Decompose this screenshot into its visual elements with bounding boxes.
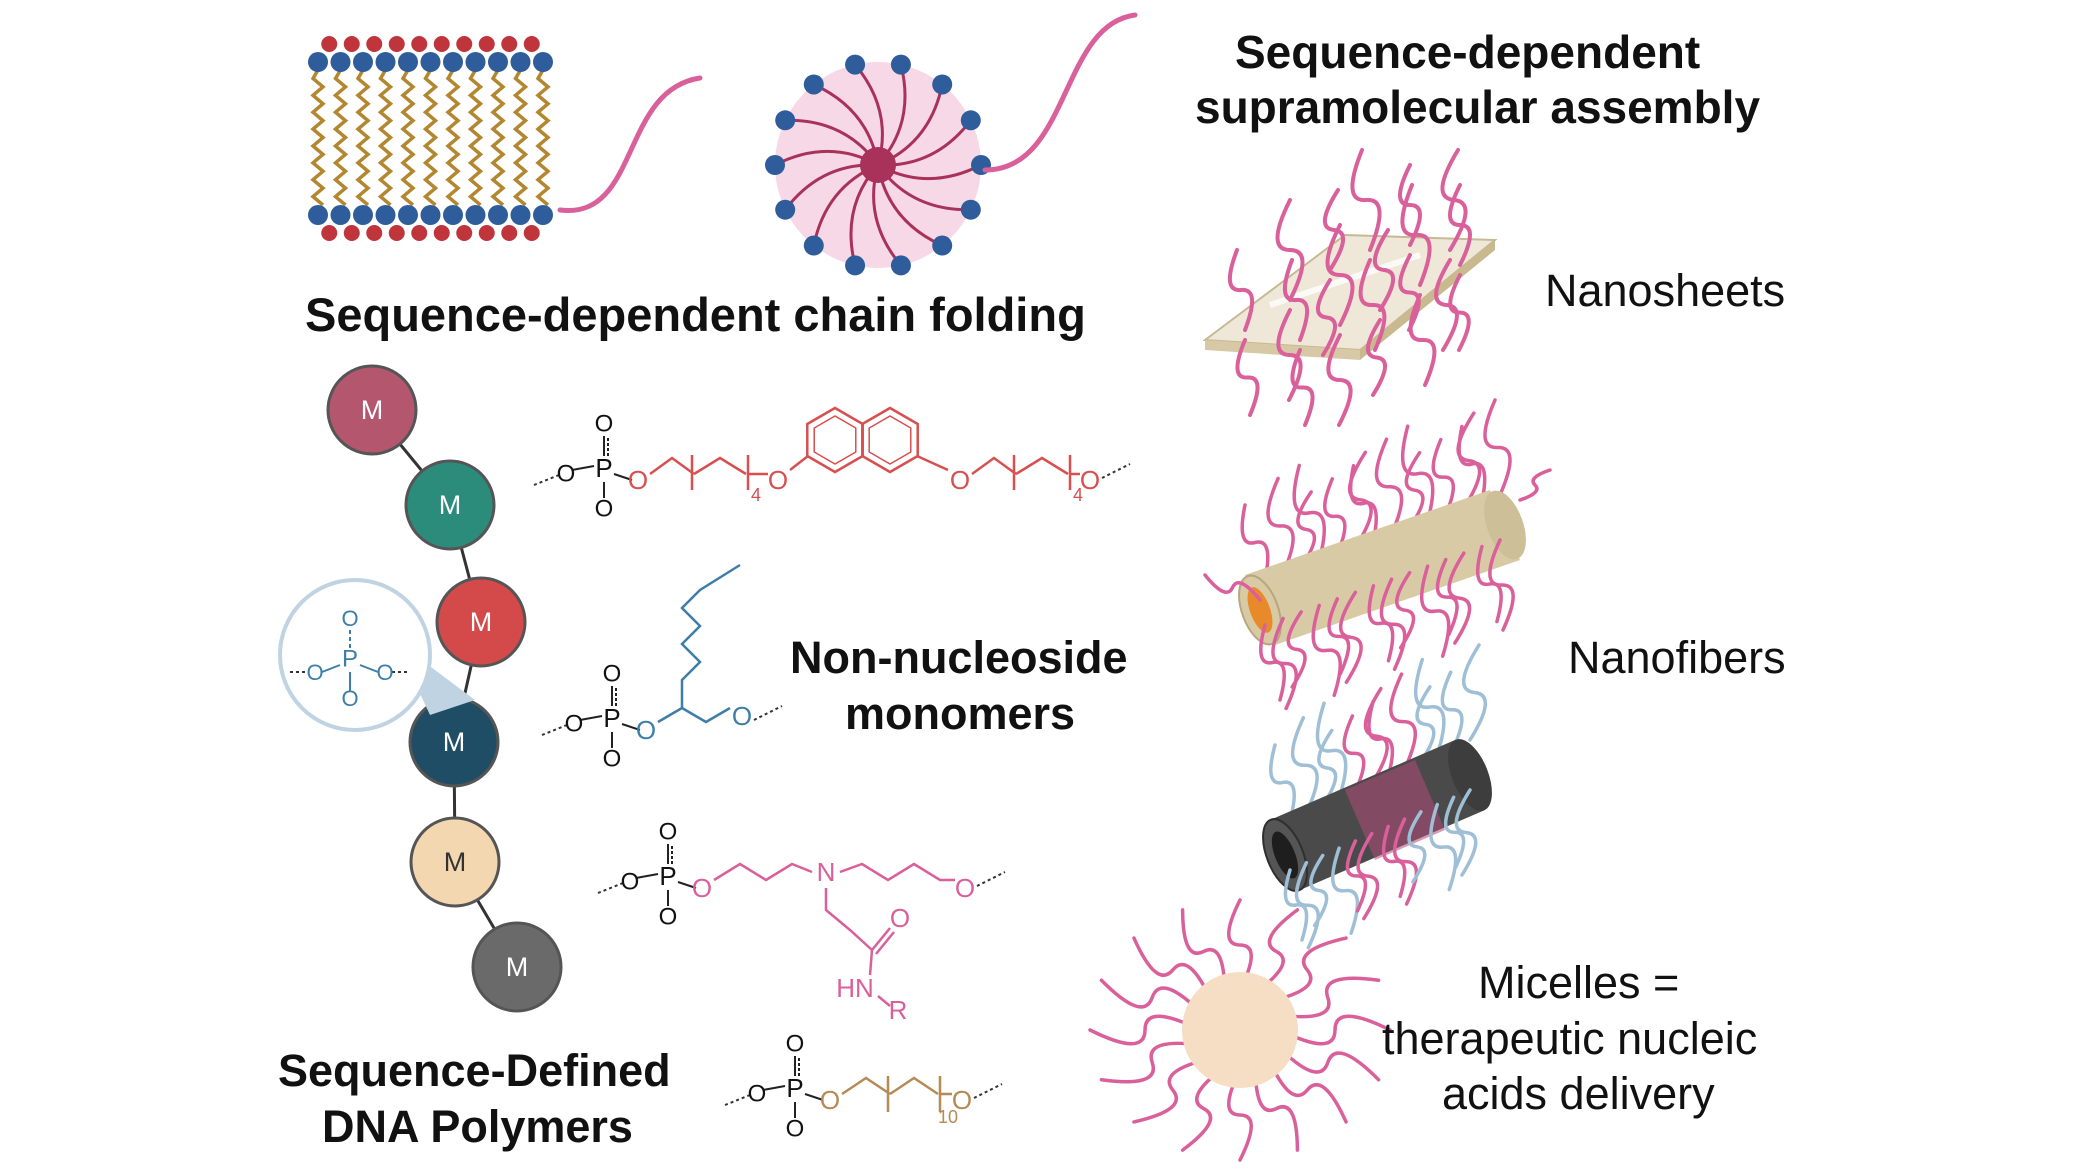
non-nucleoside-line1: Non-nucleoside	[790, 632, 1128, 683]
micelles-label-line1: Micelles =	[1478, 957, 1680, 1008]
oxygen-label: O	[376, 660, 393, 685]
r-group-label: R	[889, 995, 908, 1025]
nanosheets-label: Nanosheets	[1545, 265, 1786, 316]
oxygen-label: O	[950, 465, 970, 495]
oxygen-label: O	[306, 660, 323, 685]
oxygen-label: O	[748, 1080, 767, 1107]
oxygen-label: O	[636, 715, 656, 745]
oxygen-label: O	[786, 1115, 805, 1142]
monomer-bead-label: M	[439, 490, 462, 520]
oxygen-label: O	[603, 745, 622, 772]
monomer-bead	[404, 459, 496, 551]
non-nucleoside-line2: monomers	[845, 688, 1076, 739]
nanosheet-icon	[1202, 148, 1498, 427]
subscript-label: 4	[751, 485, 761, 505]
monomer-bead-label: M	[361, 395, 384, 425]
lipid-bilayer	[308, 36, 553, 241]
oxygen-label: O	[628, 465, 648, 495]
therapeutic-micelle-icon	[1088, 898, 1392, 1162]
phosphorus-label: P	[786, 1073, 803, 1103]
oxygen-label: O	[659, 818, 678, 845]
bilayer-tail-strand	[557, 75, 703, 213]
oxygen-label: O	[595, 495, 614, 522]
subscript-label: 4	[1073, 485, 1083, 505]
polymers-title-line1: Sequence-Defined	[278, 1045, 671, 1096]
oxygen-label: O	[603, 660, 622, 687]
monomer-bead	[435, 576, 527, 668]
oxygen-label: O	[659, 903, 678, 930]
phosphorus-label: P	[659, 861, 676, 891]
subscript-label: 10	[938, 1107, 958, 1127]
oxygen-label: O	[890, 903, 910, 933]
monomer-bead-label: M	[470, 607, 493, 637]
oxygen-label: O	[565, 710, 584, 737]
phosphorus-label: P	[342, 645, 358, 672]
oxygen-label: O	[621, 868, 640, 895]
nanofiber-tan-icon	[1203, 398, 1552, 711]
chain-folding-title: Sequence-dependent chain folding	[305, 288, 1086, 341]
micelles-label-line3: acids delivery	[1442, 1068, 1715, 1119]
oxygen-label: O	[732, 701, 752, 731]
oxygen-label: O	[820, 1085, 840, 1115]
oxygen-label: O	[955, 873, 975, 903]
dna-polymer-chain: M M M M M M	[326, 364, 563, 1013]
supramolecular-title-line1: Sequence-dependent	[1235, 26, 1701, 78]
oxygen-label: O	[1080, 465, 1100, 495]
nanofibers-label: Nanofibers	[1568, 632, 1786, 683]
phosphate-zoom-bubble	[278, 578, 475, 732]
oxygen-label: O	[341, 606, 358, 631]
micelle-tail-strand	[982, 12, 1138, 173]
oxygen-label: O	[952, 1085, 972, 1115]
oxygen-label: O	[557, 460, 576, 487]
micelles-label-line2: therapeutic nucleic	[1382, 1013, 1758, 1064]
phosphorus-label: P	[595, 453, 612, 483]
supramolecular-title-line2: supramolecular assembly	[1195, 81, 1761, 133]
oxygen-label: O	[786, 1030, 805, 1057]
polymers-title-line2: DNA Polymers	[322, 1101, 633, 1152]
monomer-bead-label: M	[443, 727, 466, 757]
monomer-bead	[409, 816, 501, 908]
monomer-bead-label: M	[506, 952, 529, 982]
phosphorus-label: P	[603, 703, 620, 733]
oxygen-label: O	[768, 465, 788, 495]
monomer-bead	[326, 364, 418, 456]
oxygen-label: O	[595, 410, 614, 437]
monomer-bead	[471, 921, 563, 1013]
monomer-bead-label: M	[444, 847, 467, 877]
oxygen-label: O	[692, 873, 712, 903]
folded-micelle	[765, 54, 991, 276]
oxygen-label: O	[341, 686, 358, 711]
nanofiber-dark-icon	[1262, 643, 1492, 950]
nitrogen-label: N	[817, 857, 836, 887]
amine-label: HN	[836, 973, 874, 1003]
